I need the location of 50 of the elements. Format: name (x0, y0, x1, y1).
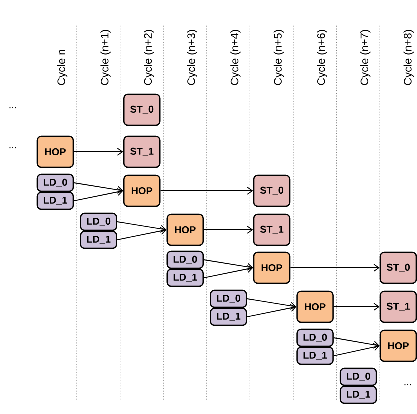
store-box: ST_1 (123, 136, 161, 168)
store-box: ST_0 (253, 174, 291, 208)
arrow (290, 264, 380, 272)
arrow (334, 338, 380, 349)
load-box: LD_1 (36, 192, 74, 210)
load-box: LD_1 (210, 308, 248, 326)
load-box: LD_0 (210, 290, 248, 308)
column-heading: Cycle (n+4) (230, 30, 241, 86)
load-box: LD_0 (36, 174, 74, 192)
arrow (74, 148, 124, 156)
column-heading: Cycle (n+1) (100, 30, 111, 86)
hop-box: HOP (380, 330, 417, 362)
store-box: ST_0 (380, 252, 417, 284)
column-heading: Cycle n (57, 50, 68, 86)
column-heading: Cycle (n+7) (360, 30, 371, 86)
load-box: LD_0 (166, 250, 204, 270)
load-box: LD_1 (166, 268, 204, 288)
load-box: LD_0 (80, 212, 118, 232)
load-box: LD_1 (80, 230, 118, 250)
load-box: LD_1 (296, 346, 334, 366)
store-box: ST_0 (123, 94, 161, 126)
arrow (160, 187, 254, 195)
arrow (74, 188, 124, 202)
arrow (334, 343, 380, 356)
store-box: ST_1 (253, 214, 291, 246)
hop-box: HOP (296, 290, 334, 324)
arrow (74, 182, 124, 194)
arrow (204, 226, 254, 234)
ellipsis: ... (10, 147, 16, 149)
load-box: LD_0 (340, 368, 378, 386)
column-heading: Cycle (n+3) (187, 30, 198, 86)
hop-box: HOP (36, 136, 74, 168)
arrow (117, 222, 167, 233)
column-heading: Cycle (n+8) (404, 30, 414, 86)
hop-box: HOP (123, 174, 161, 208)
arrow (334, 303, 380, 311)
arrow (204, 265, 254, 278)
arrow (246, 304, 297, 318)
arrow (204, 260, 254, 271)
load-box: LD_1 (340, 386, 378, 404)
arrow (117, 227, 167, 240)
hop-box: HOP (166, 214, 204, 246)
hop-box: HOP (253, 252, 291, 284)
store-box: ST_1 (380, 290, 417, 324)
column-heading: Cycle (n+6) (317, 30, 328, 86)
ellipsis: ... (10, 107, 16, 109)
column-heading: Cycle (n+5) (274, 30, 284, 86)
arrow (246, 298, 297, 310)
ellipsis: ... (404, 384, 412, 386)
load-box: LD_0 (296, 328, 334, 348)
